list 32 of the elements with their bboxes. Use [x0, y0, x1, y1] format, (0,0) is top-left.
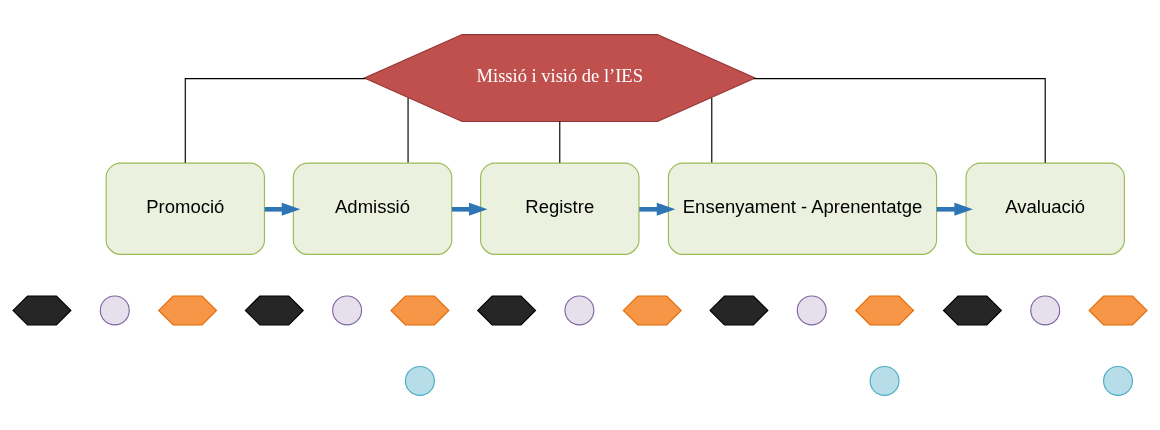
connector [711, 97, 713, 164]
node-hexagon [476, 295, 537, 326]
node-hexagon [12, 295, 72, 326]
node-box: Avaluació [965, 162, 1125, 255]
node-circle [332, 295, 363, 326]
node-circle [99, 295, 130, 326]
connector [407, 97, 409, 164]
node-hexagon [942, 295, 1003, 326]
node-circle [404, 365, 435, 396]
node-hexagon [244, 295, 304, 326]
node-box: Admissió [292, 162, 453, 255]
node-circle [564, 295, 595, 326]
node-circle [796, 295, 827, 326]
node-circle [869, 365, 900, 396]
node-hexagon [622, 295, 682, 326]
node-circle [1103, 365, 1134, 396]
node-circle [1030, 295, 1061, 326]
node-hexagon [854, 295, 915, 326]
node-box: Ensenyament - Aprenentatge [667, 162, 938, 255]
connector [753, 78, 1046, 164]
node-box: Promoció [105, 162, 266, 255]
connector [184, 78, 366, 164]
node-hexagon [1088, 295, 1148, 326]
node-hexagon [709, 295, 769, 326]
arrow [936, 202, 973, 216]
node-hexagon [157, 295, 218, 326]
arrow [451, 202, 488, 216]
connector [559, 120, 561, 164]
node-box: Registre [480, 162, 640, 255]
arrow [639, 202, 676, 216]
node-hexagon [390, 295, 450, 326]
arrow [264, 202, 301, 216]
